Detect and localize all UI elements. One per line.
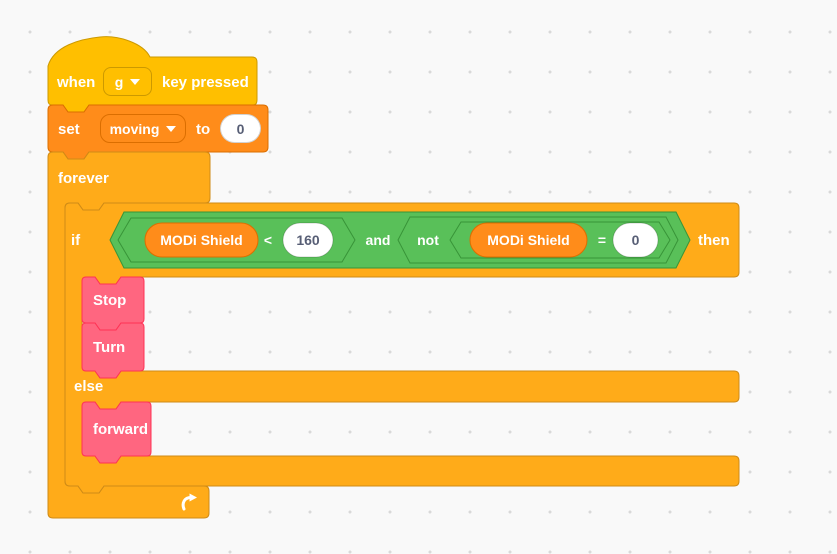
modi-shield-reporter-1[interactable] xyxy=(144,222,259,258)
zero-value: 0 xyxy=(631,232,640,248)
when-key-pressed-block[interactable] xyxy=(47,36,258,113)
key-dropdown[interactable]: g xyxy=(103,67,152,96)
loop-arrow-icon xyxy=(181,493,197,511)
threshold-input[interactable] xyxy=(282,222,334,258)
variable-dropdown[interactable]: moving xyxy=(100,114,186,143)
stop-block[interactable] xyxy=(81,276,145,331)
zero-input[interactable] xyxy=(612,222,659,258)
threshold-value: 160 xyxy=(296,232,320,248)
forward-block[interactable] xyxy=(81,401,152,464)
variable-dropdown-value: moving xyxy=(109,120,160,137)
modi-shield-reporter-2[interactable] xyxy=(469,222,588,258)
turn-block[interactable] xyxy=(81,322,145,379)
key-dropdown-value: g xyxy=(114,73,124,90)
chevron-down-icon xyxy=(166,125,177,132)
set-value-input[interactable]: 0 xyxy=(220,114,261,143)
if-else-block[interactable] xyxy=(64,202,740,494)
chevron-down-icon xyxy=(130,78,141,85)
